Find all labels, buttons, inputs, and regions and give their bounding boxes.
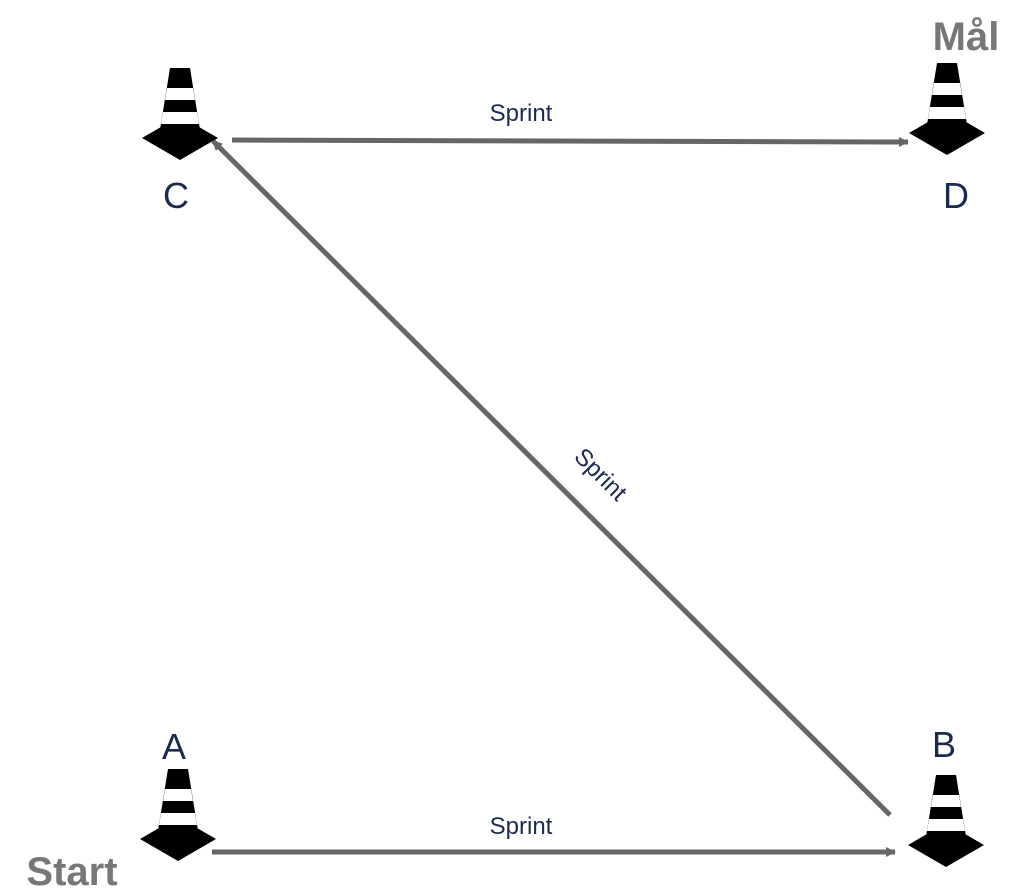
leg-label-b-c: Sprint <box>569 443 633 507</box>
leg-label-c-d: Sprint <box>490 100 553 127</box>
start-label: Start <box>26 850 117 893</box>
cone-label-b: B <box>932 724 956 765</box>
goal-label: Mål <box>933 15 1000 59</box>
cone-label-d: D <box>943 175 969 216</box>
leg-arrow-c-d <box>231 136 909 147</box>
cone-label-c: C <box>163 175 189 216</box>
cone-icon-d <box>909 63 985 155</box>
cone-icon-b <box>908 775 984 867</box>
leg-label-a-b: Sprint <box>490 813 553 840</box>
leg-arrow-b-c <box>211 139 892 817</box>
cone-icon-a <box>140 769 216 861</box>
cone-icon-c <box>142 68 218 160</box>
cone-label-a: A <box>162 726 186 767</box>
